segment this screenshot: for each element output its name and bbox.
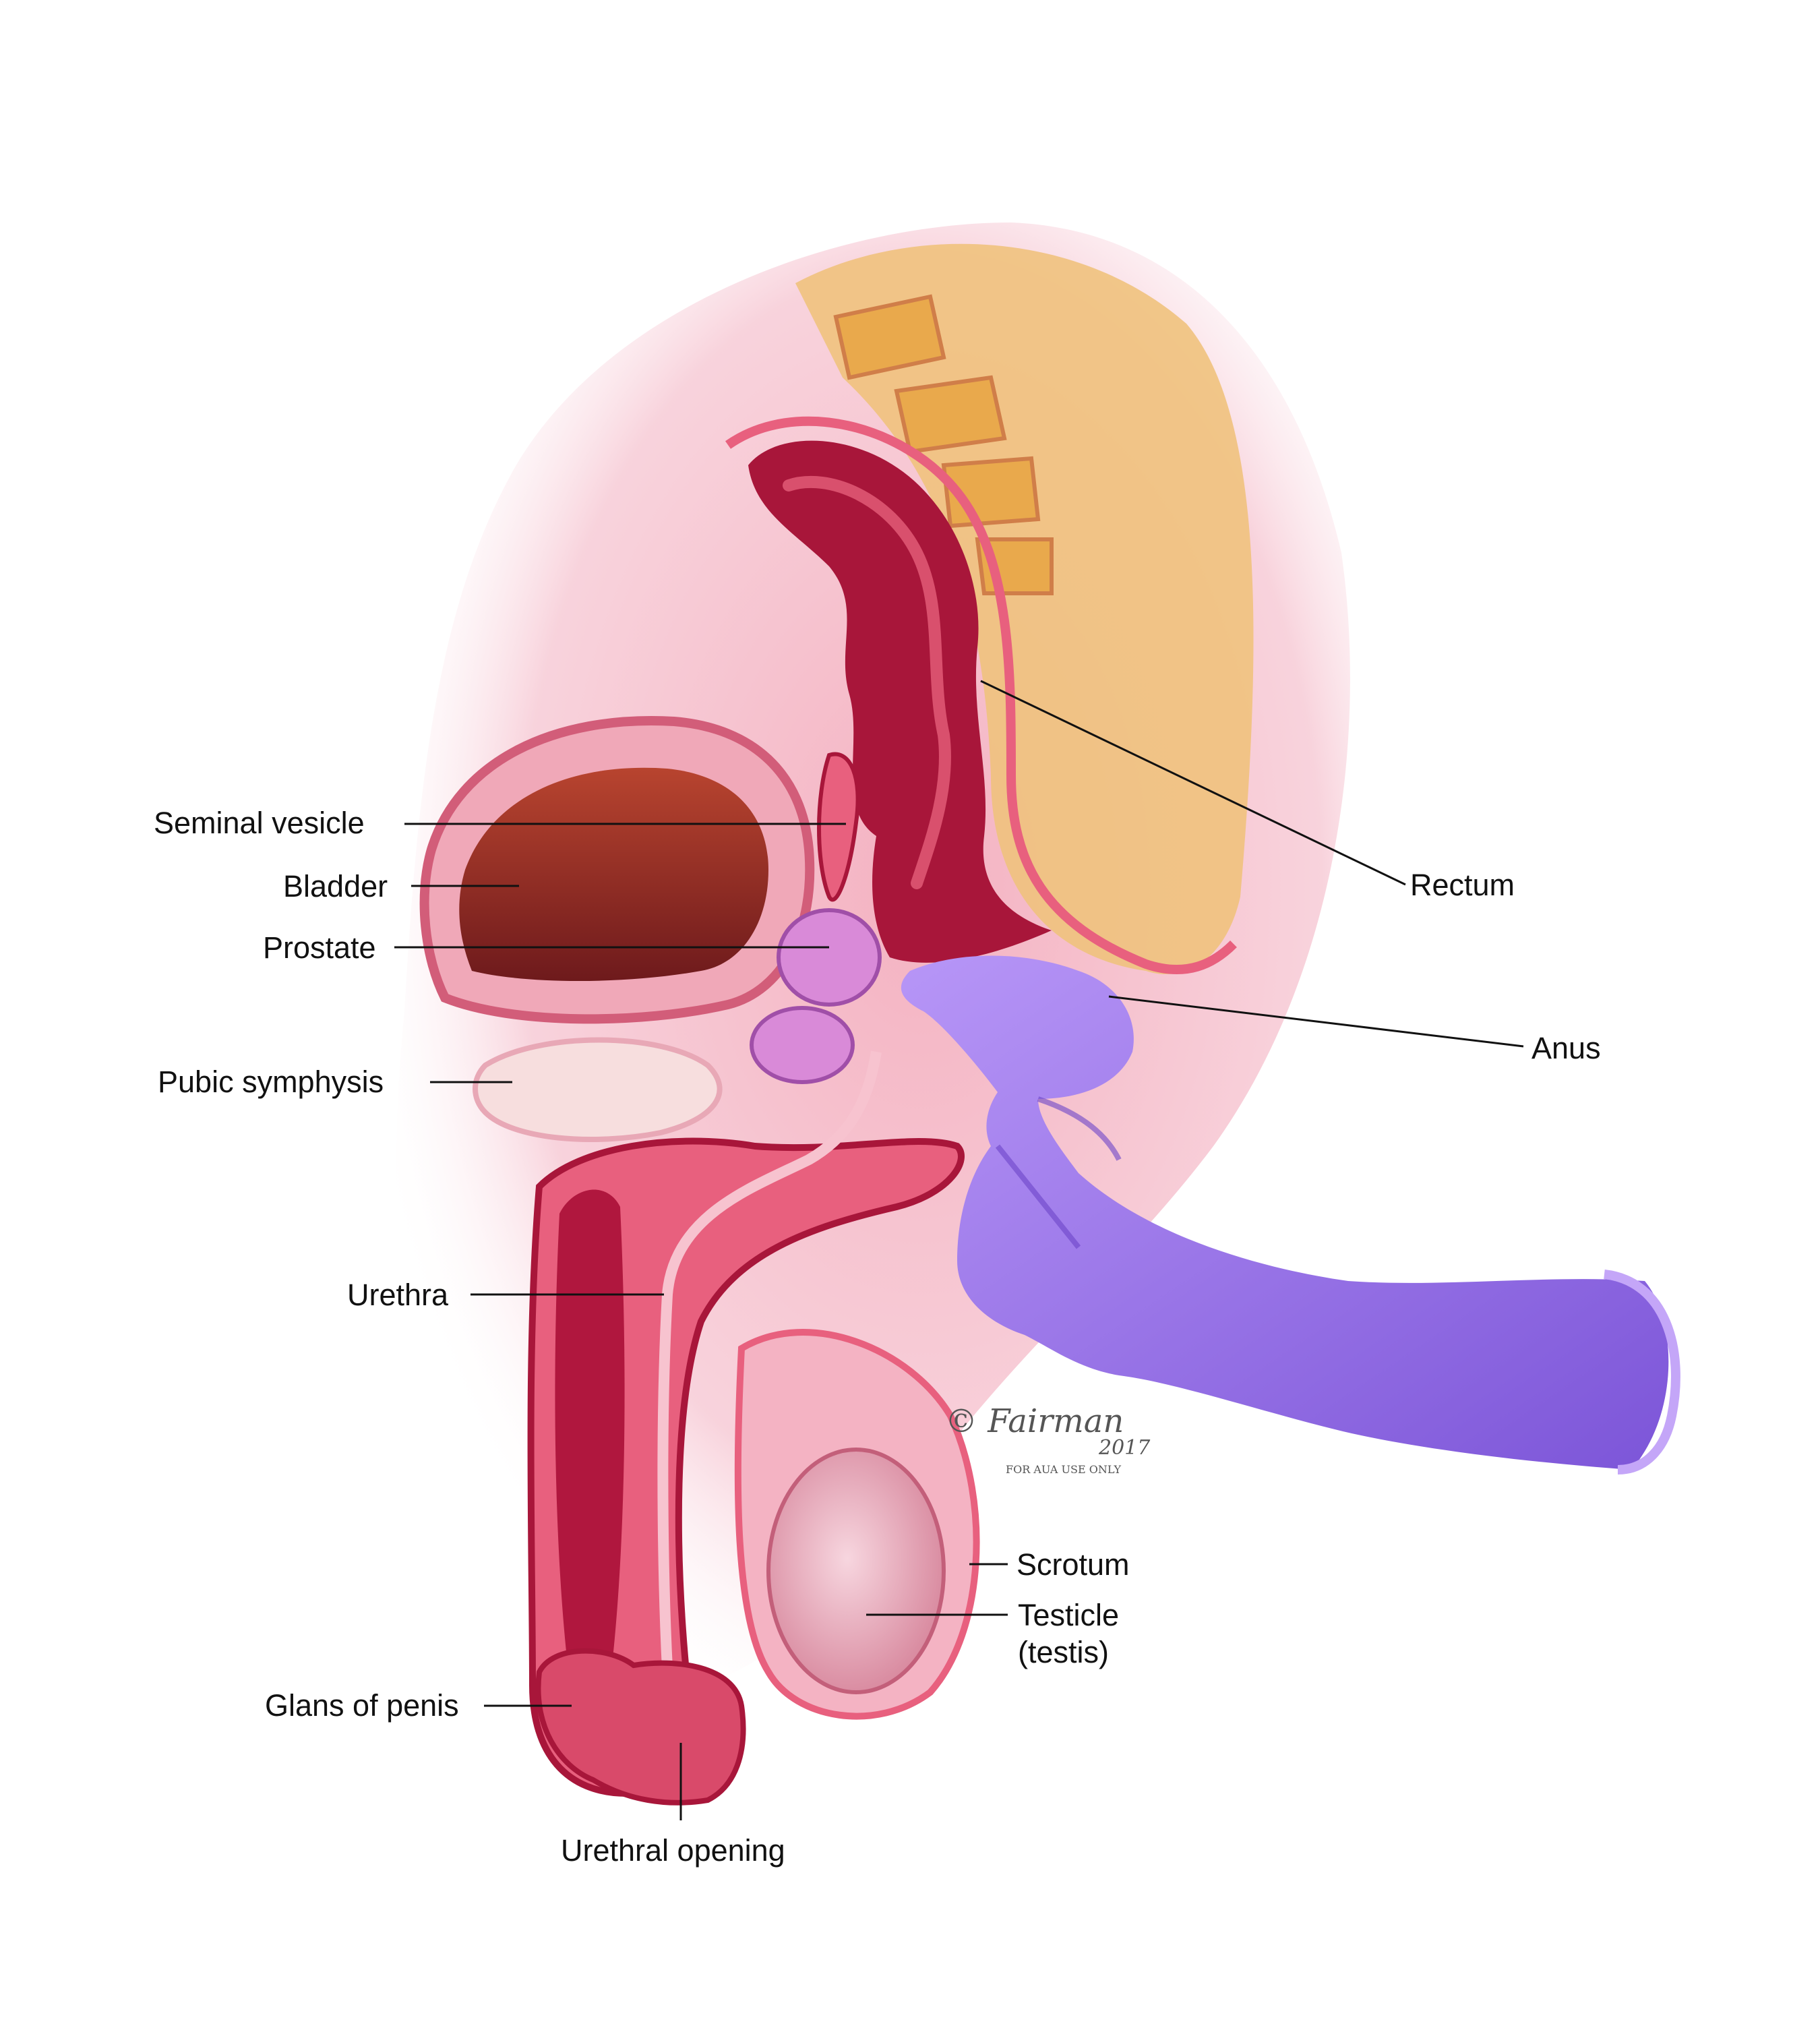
prostate-shape xyxy=(777,908,882,1007)
label-prostate: Prostate xyxy=(263,930,376,965)
label-pubic-symphysis: Pubic symphysis xyxy=(158,1065,384,1099)
label-testicle: Testicle xyxy=(1018,1598,1120,1632)
penis-shaft xyxy=(527,1137,965,1797)
label-glans-of-penis: Glans of penis xyxy=(265,1688,459,1723)
bladder-lumen xyxy=(459,767,768,981)
glove-cuff xyxy=(1604,1270,1680,1474)
sacral-vertebrae xyxy=(833,294,1054,595)
label-seminal-vesicle: Seminal vesicle xyxy=(154,806,365,840)
label-urethra: Urethra xyxy=(347,1278,449,1312)
leader-rectum xyxy=(980,680,1406,886)
glove-knuckle-shading xyxy=(995,1096,1122,1249)
label-anus: Anus xyxy=(1531,1031,1601,1065)
testicle-shape xyxy=(766,1448,946,1694)
seminal-vesicle-shape xyxy=(817,752,860,902)
rectum-wall xyxy=(748,440,1052,963)
rectum-outer-line xyxy=(725,416,1237,974)
label-rectum: Rectum xyxy=(1410,868,1515,902)
glove-shape xyxy=(901,955,1669,1470)
leader-anus xyxy=(1108,995,1524,1048)
prostate-lobe xyxy=(750,1006,855,1084)
rectum-lumen-highlight xyxy=(783,475,951,889)
leader-lines xyxy=(394,680,1524,1820)
pubic-symphysis-shape xyxy=(473,1037,723,1142)
label-urethral-opening: Urethral opening xyxy=(561,1833,785,1868)
signature-note: FOR AUA USE ONLY xyxy=(1006,1463,1122,1476)
label-bladder: Bladder xyxy=(283,869,388,903)
signature-name: © Fairman xyxy=(945,1402,1124,1440)
label-testis: (testis) xyxy=(1018,1635,1109,1669)
urethra-channel xyxy=(657,1050,882,1767)
signature-year: 2017 xyxy=(1099,1436,1151,1460)
corpus-cavernosum xyxy=(555,1189,625,1672)
label-scrotum: Scrotum xyxy=(1017,1547,1130,1582)
glans-shape xyxy=(535,1648,746,1806)
